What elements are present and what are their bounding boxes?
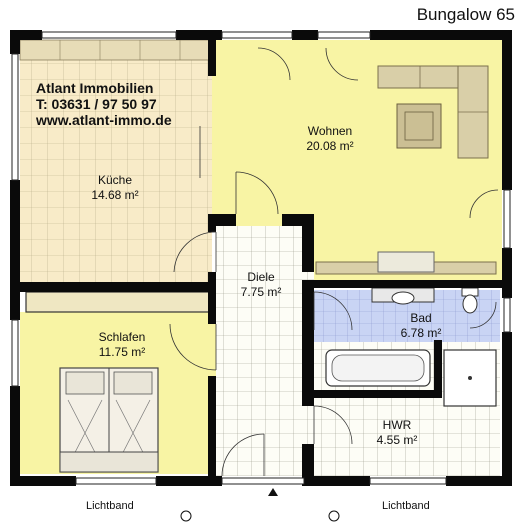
schlafen-label: Schlafen [99,330,146,344]
kueche-label: Küche [98,173,132,187]
kueche-floor [20,40,212,287]
diele-floor [216,226,314,476]
company-name: Atlant Immobilien [36,80,154,96]
plan-title: Bungalow 65 [416,5,515,24]
tv-unit [315,251,497,275]
diele-area: 7.75 m² [241,285,282,299]
schlafen-area: 11.75 m² [99,345,145,359]
wohnen-label: Wohnen [308,124,352,138]
bad-area: 6.78 m² [401,326,442,340]
wardrobe [25,291,213,313]
kueche-area: 14.68 m² [91,188,138,202]
entrance-arrow [268,488,278,496]
wohnen-area: 20.08 m² [306,139,353,153]
walls [10,30,512,486]
lichtband-right-label: Lichtband [382,500,430,512]
bathtub [325,349,431,387]
company-website: www.atlant-immo.de [36,112,172,128]
lichtband-marker-2 [328,510,340,522]
lichtband-marker-1 [180,510,192,522]
door-swings [169,47,499,477]
coffee-table [396,103,442,149]
lichtband-left-label: Lichtband [86,500,134,512]
diele-label: Diele [247,270,275,284]
hwr-label: HWR [383,418,412,432]
toilet [461,287,479,314]
company-phone: T: 03631 / 97 50 97 [36,96,157,112]
sink [371,287,435,305]
bad-label: Bad [410,311,431,325]
company-info: Atlant Immobilien T: 03631 / 97 50 97 ww… [36,80,172,128]
sofa [377,65,489,159]
windows [11,31,511,485]
bed [59,367,159,473]
hwr-floor [314,398,500,476]
shower [443,349,497,407]
kitchen-counter [19,39,211,61]
hwr-area: 4.55 m² [377,433,418,447]
